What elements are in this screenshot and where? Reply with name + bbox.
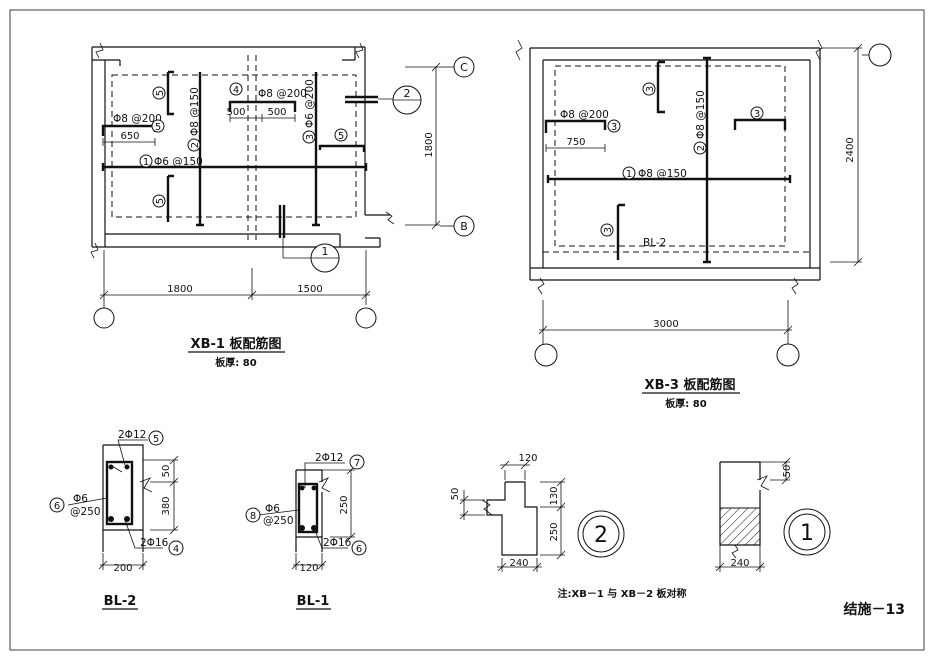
bl1-stirrup-a: Φ6	[265, 503, 280, 515]
bl1-tag-top: 7	[354, 458, 360, 469]
xb1-dim-right: 1800	[424, 132, 435, 157]
xb1-tag-3: 3	[305, 134, 316, 140]
xb1-d650: 650	[120, 131, 139, 142]
bl2-bottom: 2Φ16	[140, 537, 169, 549]
bl1-bottom: 2Φ16	[323, 537, 352, 549]
xb3-thickness: 板厚: 80	[665, 397, 706, 410]
bl2-h: 380	[161, 496, 172, 515]
xb3-axis-left-bubble	[534, 343, 558, 367]
bl2-h-top: 50	[161, 465, 172, 478]
detail-1: 50 240 1	[715, 457, 831, 572]
xb1-tag-5a: 5	[155, 122, 161, 133]
xb3-rebar-1: Φ8 @150	[638, 168, 687, 180]
detail2-h-top: 50	[450, 488, 461, 501]
detail2-w-top: 120	[518, 453, 537, 464]
detail2-h1: 130	[549, 486, 560, 505]
xb3-rebar-2: Φ8 @150	[695, 90, 707, 139]
xb1-title: XB-1 板配筋图	[191, 336, 282, 352]
xb1-rebar-1: Φ6 @150	[154, 156, 203, 168]
detail1-h-top: 50	[782, 465, 793, 478]
xb1-d500b: 500	[267, 107, 286, 118]
xb3-axis-right-bubble	[868, 43, 892, 67]
bl1-h: 250	[339, 495, 350, 514]
xb1-plan: C B 2 1 1 Φ6 @150 4 Φ8 @200 500 500 Φ8 @…	[90, 42, 475, 369]
bl2-tag-bot: 4	[173, 544, 179, 555]
xb1-d500a: 500	[226, 107, 245, 118]
xb1-axis-right-bubble	[355, 307, 377, 329]
detail2-w-bot: 240	[509, 558, 528, 569]
detail2-number: 2	[594, 523, 608, 548]
bl1-tag-bot: 6	[356, 544, 362, 555]
xb1-tag-2: 2	[190, 142, 201, 148]
bl1-stirrup-b: @250	[263, 515, 294, 527]
xb1-tag-5c: 5	[155, 90, 166, 96]
sheet-border	[9, 9, 925, 651]
xb3-tag-3c: 3	[645, 86, 656, 92]
xb3-title: XB-3 板配筋图	[645, 377, 736, 393]
xb3-d750: 750	[566, 137, 585, 148]
xb3-tag-3a: 3	[611, 122, 617, 133]
xb1-rebar-5: Φ8 @200	[113, 113, 162, 125]
xb1-axis-c: C	[460, 61, 468, 74]
bl1-section: 7 2Φ12 6 2Φ16 8 Φ6 @250 120 250 BL-1	[245, 452, 367, 610]
detail1-w-bot: 240	[730, 558, 749, 569]
xb3-tag-1: 1	[626, 169, 632, 180]
drawing-note: 注:XB－1 与 XB－2 板对称	[557, 587, 686, 600]
sheet-number: 结施－13	[844, 601, 905, 618]
xb3-axis-right-bottom-bubble	[776, 343, 800, 367]
bl2-tag-st: 6	[54, 501, 60, 512]
xb3-tag-3b: 3	[754, 109, 760, 120]
xb1-tag-1: 1	[143, 157, 149, 168]
xb1-section-1: 1	[322, 245, 329, 258]
xb3-rebar-3: Φ8 @200	[560, 109, 609, 121]
xb1-rebar-4: Φ8 @200	[258, 88, 307, 100]
detail2-h2: 250	[549, 522, 560, 541]
xb1-axis-left-bubble	[93, 307, 115, 329]
xb1-rebar-3: Φ6 @200	[304, 79, 316, 128]
detail-2: 120 50 130 250 240 2	[450, 453, 625, 572]
xb1-tag-5d: 5	[155, 198, 166, 204]
xb3-beam-label: BL-2	[643, 237, 666, 249]
xb1-rebar-2: Φ8 @150	[189, 87, 201, 136]
xb1-axis-b: B	[460, 220, 468, 233]
bl2-width: 200	[113, 563, 132, 574]
bl1-top: 2Φ12	[315, 452, 343, 464]
xb1-thickness: 板厚: 80	[215, 356, 256, 369]
xb1-dim-left: 1800	[167, 284, 192, 295]
xb1-tag-4: 4	[233, 85, 239, 96]
xb1-dim-right-bottom: 1500	[297, 284, 322, 295]
bl2-stirrup-a: Φ6	[73, 493, 88, 505]
xb1-section-2: 2	[404, 87, 411, 100]
xb3-dim-right: 2400	[845, 137, 856, 162]
bl1-title: BL-1	[297, 594, 330, 609]
bl2-stirrup-b: @250	[70, 506, 101, 518]
xb1-tag-5b: 5	[338, 131, 344, 142]
xb3-plan: 3000 2400 1 Φ8 @150 Φ8 @200 3 750 3 3 3 …	[515, 39, 892, 410]
bl1-tag-st: 8	[250, 511, 256, 522]
bl2-tag-top: 5	[153, 434, 159, 445]
xb3-tag-2: 2	[696, 145, 707, 151]
bl2-top: 2Φ12	[118, 429, 146, 441]
bl2-title: BL-2	[104, 594, 137, 609]
xb3-tag-3d: 3	[603, 227, 614, 233]
bl1-width: 120	[299, 563, 318, 574]
detail1-number: 1	[800, 521, 814, 546]
xb3-dim-bottom: 3000	[653, 319, 678, 330]
bl2-section: 5 2Φ12 4 2Φ16 6 Φ6 @250 200 50 380 BL-2	[49, 429, 184, 610]
